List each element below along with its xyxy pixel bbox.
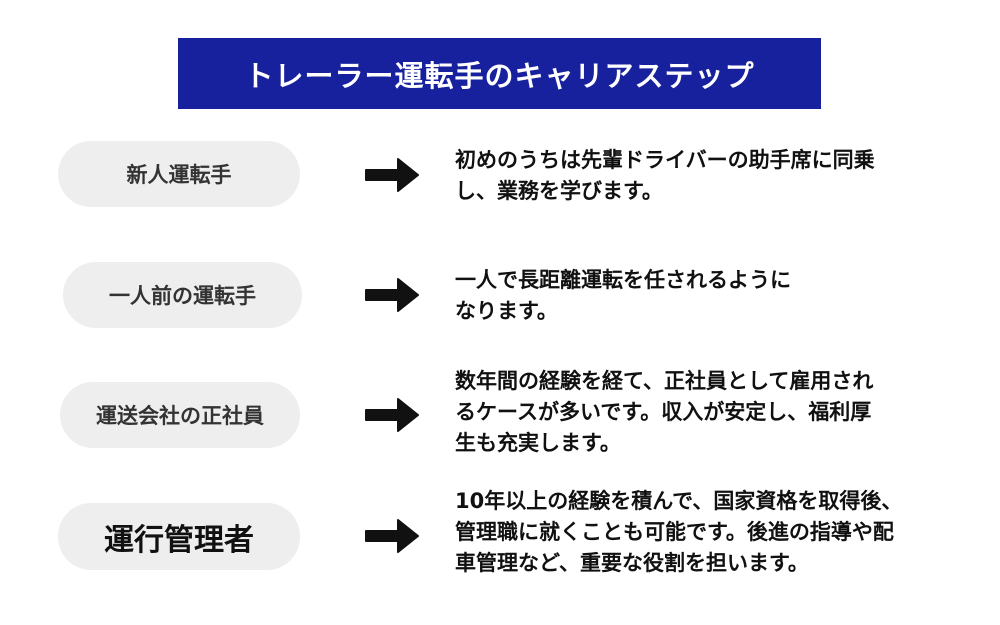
step-2-label: 一人前の運転手 [109,284,256,308]
step-3-stage: 運送会社の正社員 [60,382,300,448]
step-4-label: 運行管理者 [104,522,254,558]
step-3-description: 数年間の経験を経て、正社員として雇用され るケースが多いです。収入が安定し、福利… [455,369,874,455]
title-banner: トレーラー運転手のキャリアステップ [178,38,821,109]
step-1-description: 初めのうちは先輩ドライバーの助手席に同乗 し、業務を学びます。 [455,148,875,203]
arrow-right-icon [365,398,419,432]
arrow-right-icon [365,278,419,312]
step-4-stage: 運行管理者 [58,503,300,570]
page-title: トレーラー運転手のキャリアステップ [244,58,755,93]
step-2-stage: 一人前の運転手 [63,262,302,328]
arrow-right-icon [365,158,419,192]
step-1-stage: 新人運転手 [58,141,300,207]
step-1-label: 新人運転手 [126,163,232,187]
step-3-label: 運送会社の正社員 [96,404,264,428]
step-2-description: 一人で長距離運転を任されるように なります。 [455,268,791,323]
arrow-right-icon [365,519,419,553]
step-4-description: 10年以上の経験を積んで、国家資格を取得後、 管理職に就くことも可能です。後進の… [455,489,903,575]
